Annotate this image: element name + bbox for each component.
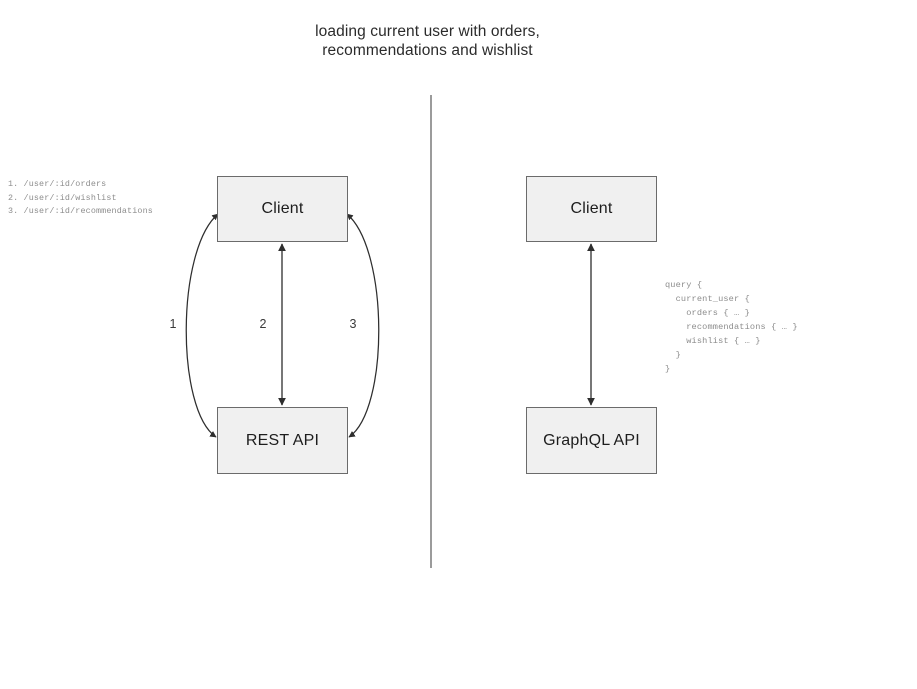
graphql-query-snippet: query { current_user { orders { … } reco…	[665, 280, 798, 374]
node-rest-api[interactable]: REST API	[217, 407, 348, 474]
rest-endpoints-list: 1. /user/:id/orders 2. /user/:id/wishlis…	[8, 179, 153, 217]
edge-label-1: 1	[169, 317, 177, 331]
edge-label-3: 3	[349, 317, 357, 331]
page-title: loading current user with orders, recomm…	[315, 23, 540, 59]
edge-label-2: 2	[259, 317, 267, 331]
node-client-graphql[interactable]: Client	[526, 176, 657, 242]
node-client-rest[interactable]: Client	[217, 176, 348, 242]
edge-1-curve	[185, 213, 219, 438]
node-graphql-api[interactable]: GraphQL API	[526, 407, 657, 474]
